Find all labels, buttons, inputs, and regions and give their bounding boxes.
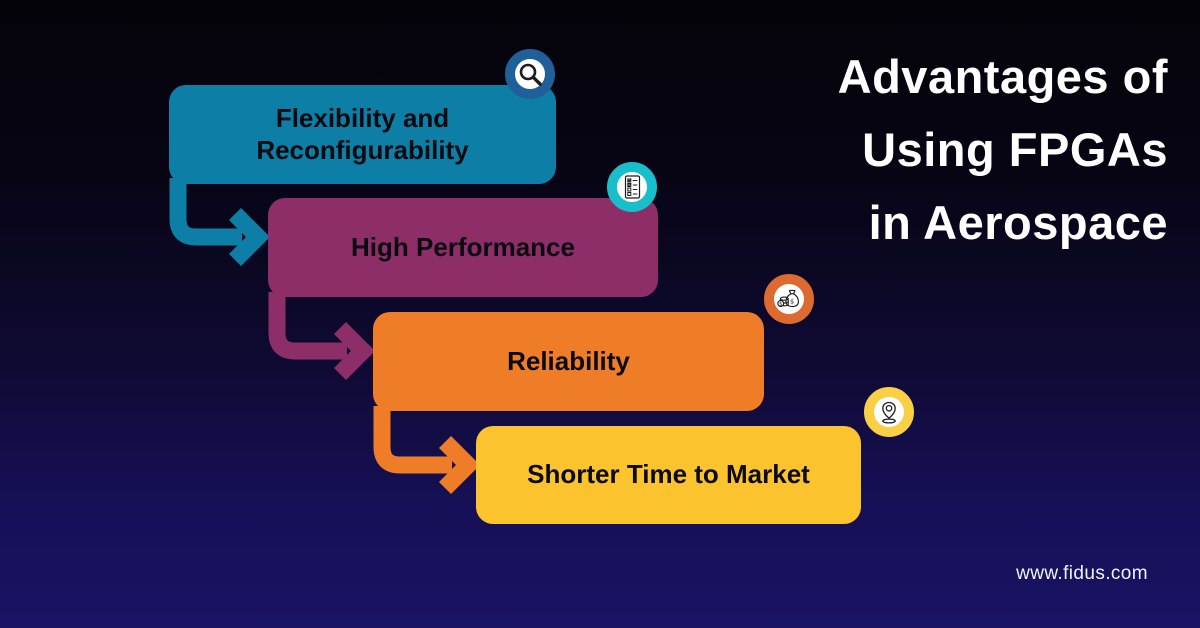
svg-text:$: $: [779, 302, 782, 308]
arrow-step2-to-step3: [268, 292, 376, 381]
step-box-reliability: Reliability: [373, 312, 764, 411]
svg-text:$: $: [790, 297, 794, 305]
step-box-shorter-time: Shorter Time to Market: [476, 426, 861, 524]
arrow-step1-to-step2: [169, 178, 271, 267]
money-bags-icon: $ $: [764, 274, 814, 324]
website-url: www.fidus.com: [1016, 563, 1148, 584]
step-label: Flexibility and Reconfigurability: [256, 102, 469, 165]
title-line-2: Using FPGAs: [862, 123, 1168, 176]
step-label: Reliability: [507, 345, 630, 376]
page-title: Advantages of Using FPGAs in Aerospace: [838, 40, 1168, 259]
location-pin-icon: [864, 387, 914, 437]
title-line-1: Advantages of: [837, 50, 1168, 103]
step-label: High Performance: [351, 231, 575, 262]
step-label: Shorter Time to Market: [527, 459, 810, 490]
step-box-flexibility: Flexibility and Reconfigurability: [169, 85, 556, 184]
title-line-3: in Aerospace: [868, 196, 1168, 249]
arrow-step3-to-step4: [373, 406, 481, 495]
checklist-icon: [607, 162, 657, 212]
step-box-high-performance: High Performance: [268, 198, 658, 297]
magnifier-icon: [505, 49, 555, 99]
